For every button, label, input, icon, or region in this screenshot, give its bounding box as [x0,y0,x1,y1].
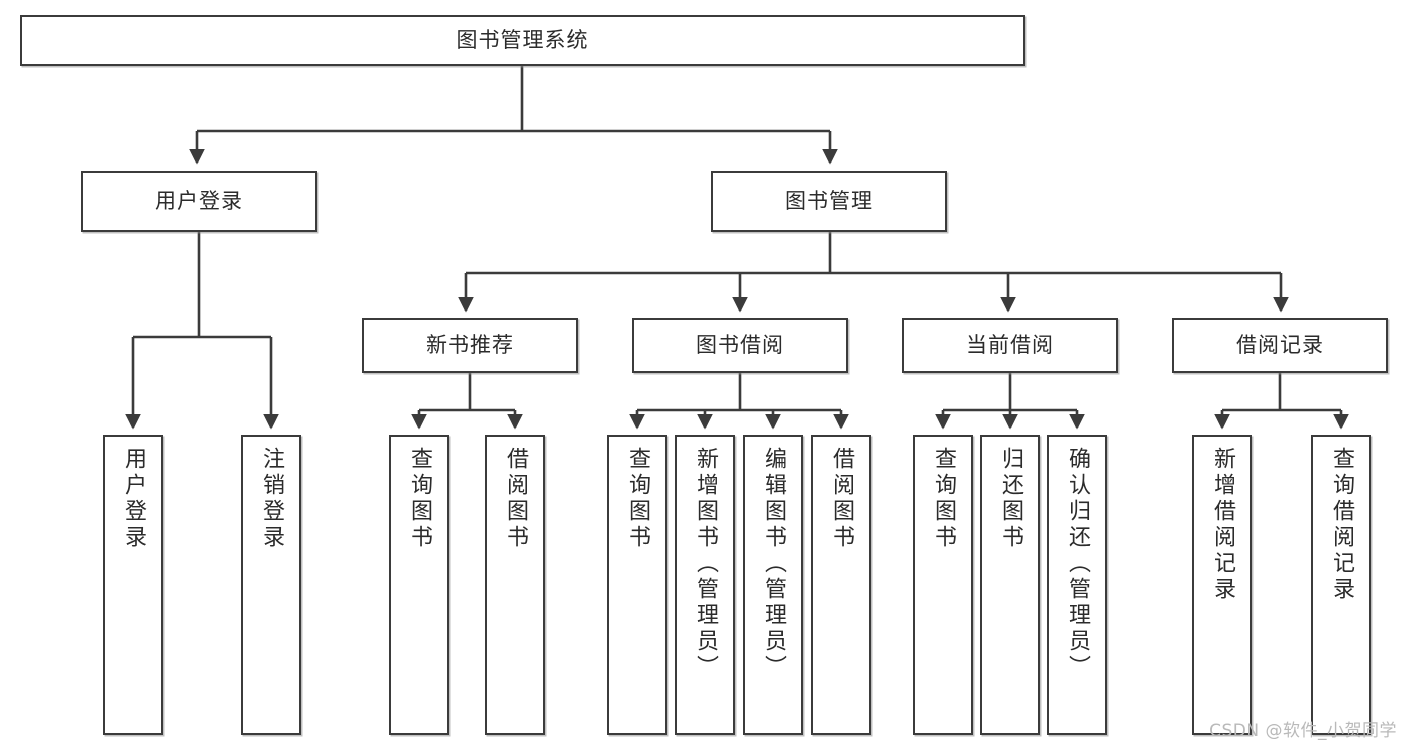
node-book-manage[interactable]: 图书管理 [711,171,947,232]
node-book-borrow[interactable]: 图书借阅 [632,318,848,373]
leaf-query-book-2-label: 查询图书 [625,447,650,551]
leaf-user-login[interactable]: 用户登录 [103,435,163,735]
leaf-query-book-1[interactable]: 查询图书 [389,435,449,735]
leaf-edit-book[interactable]: 编辑图书（管理员） [743,435,803,735]
leaf-confirm-return[interactable]: 确认归还（管理员） [1047,435,1107,735]
leaf-query-book-3-label: 查询图书 [931,447,956,551]
leaf-query-book-1-label: 查询图书 [407,447,432,551]
leaf-return-book-label: 归还图书 [998,447,1023,551]
leaf-logout-login[interactable]: 注销登录 [241,435,301,735]
node-book-borrow-label: 图书借阅 [696,333,784,358]
leaf-query-record-label: 查询借阅记录 [1329,447,1354,603]
node-user-login[interactable]: 用户登录 [81,171,317,232]
node-new-book-rec[interactable]: 新书推荐 [362,318,578,373]
leaf-borrow-book-2-label: 借阅图书 [829,447,854,551]
node-root-label: 图书管理系统 [456,28,589,53]
leaf-edit-book-label: 编辑图书（管理员） [761,447,786,681]
leaf-logout-login-label: 注销登录 [259,447,284,551]
leaf-query-book-2[interactable]: 查询图书 [607,435,667,735]
leaf-add-record-label: 新增借阅记录 [1210,447,1235,603]
node-book-manage-label: 图书管理 [785,189,873,214]
node-current-borrow[interactable]: 当前借阅 [902,318,1118,373]
node-current-borrow-label: 当前借阅 [966,333,1054,358]
node-user-login-label: 用户登录 [155,189,243,214]
watermark-text: CSDN @软件_小贺同学 [1209,721,1397,741]
leaf-add-book-label: 新增图书（管理员） [693,447,718,681]
leaf-query-record[interactable]: 查询借阅记录 [1311,435,1371,735]
leaf-borrow-book-2[interactable]: 借阅图书 [811,435,871,735]
leaf-user-login-label: 用户登录 [121,447,146,551]
leaf-borrow-book-1[interactable]: 借阅图书 [485,435,545,735]
node-borrow-record[interactable]: 借阅记录 [1172,318,1388,373]
node-borrow-record-label: 借阅记录 [1236,333,1324,358]
leaf-confirm-return-label: 确认归还（管理员） [1065,447,1090,681]
node-new-book-rec-label: 新书推荐 [426,333,514,358]
leaf-return-book[interactable]: 归还图书 [980,435,1040,735]
leaf-add-book[interactable]: 新增图书（管理员） [675,435,735,735]
node-root[interactable]: 图书管理系统 [20,15,1025,66]
leaf-borrow-book-1-label: 借阅图书 [503,447,528,551]
leaf-query-book-3[interactable]: 查询图书 [913,435,973,735]
leaf-add-record[interactable]: 新增借阅记录 [1192,435,1252,735]
